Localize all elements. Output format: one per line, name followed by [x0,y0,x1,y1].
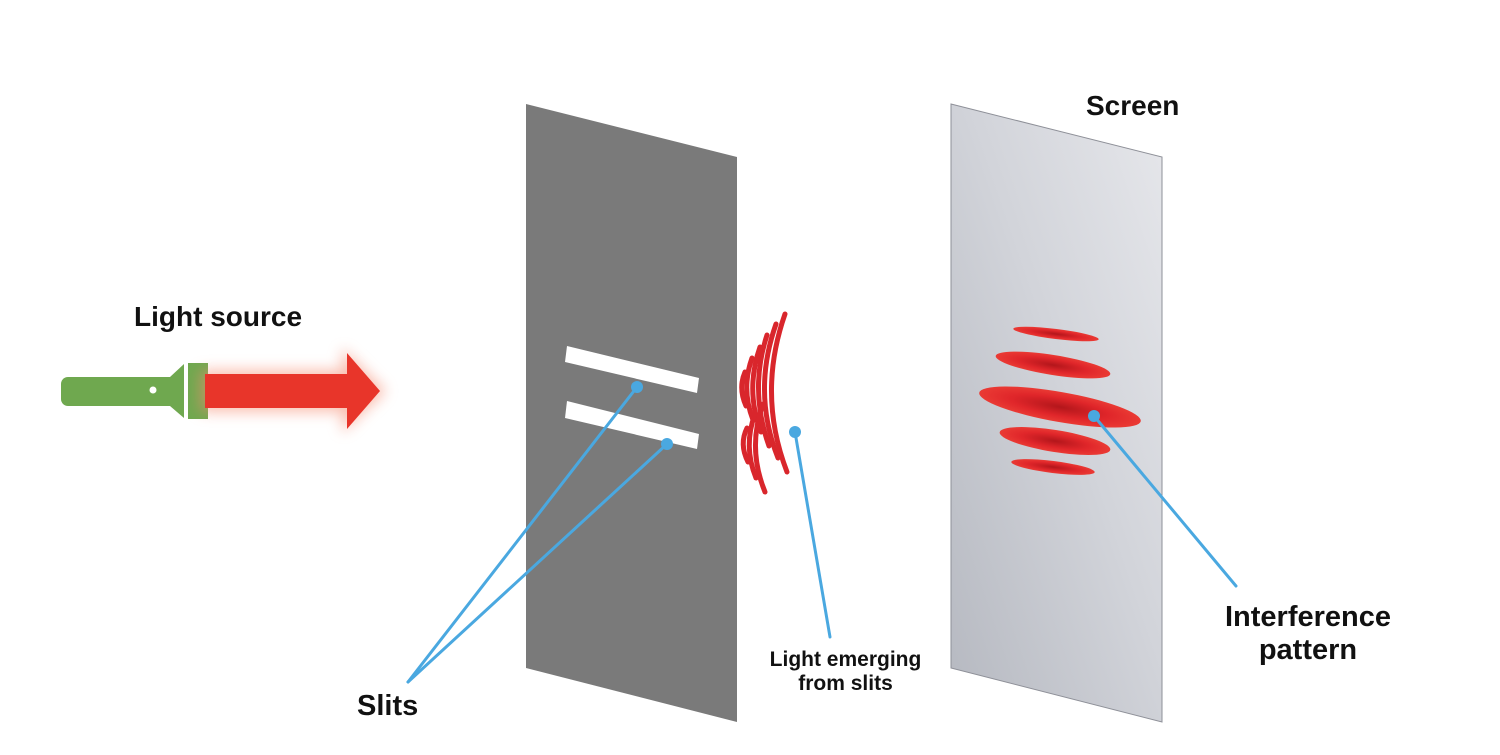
screen-label: Screen [1086,90,1180,121]
interference-pattern-label: Interference pattern [1213,601,1403,668]
leader-lines [406,385,1238,684]
slit-upper [565,346,699,393]
light-emerging-line-2: from slits [798,672,893,696]
slit-barrier [526,104,737,722]
light-beam-arrow-icon [200,348,386,433]
emerging-waves [739,311,790,495]
slits-label: Slits [357,690,419,722]
interference-line-1: Interference [1224,601,1391,633]
light-emerging-line-1: Light emerging [769,648,922,671]
leader-dots [631,381,1100,450]
interference-line-2: pattern [1258,634,1358,667]
light-source-label: Light source [134,301,303,332]
flashlight-icon [61,363,208,419]
slit-lower [565,401,699,449]
interference-fringes [979,326,1141,475]
light-emerging-label: Light emerging from slits [763,648,928,696]
